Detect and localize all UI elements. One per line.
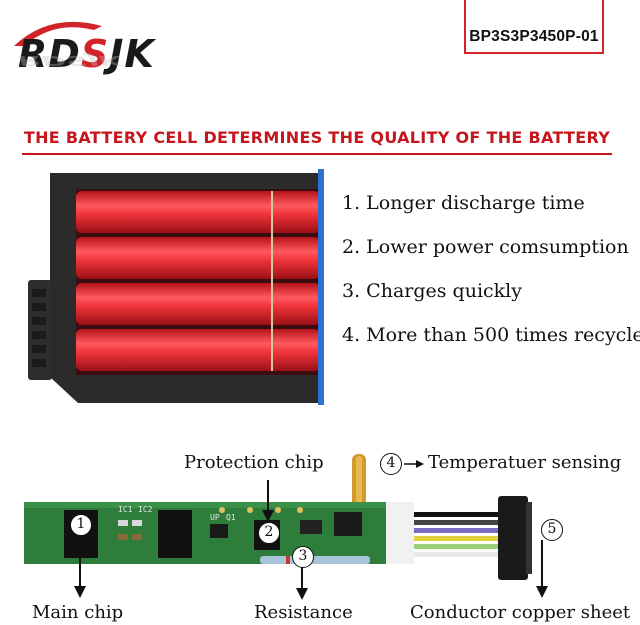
silk-ic2: IC2 <box>138 505 153 514</box>
marker-two: 2 <box>258 522 280 544</box>
battery-cell <box>76 329 320 371</box>
battery-illustration <box>28 169 324 405</box>
logo-reflection: RDSJK <box>18 52 123 68</box>
marker-four: 4 <box>380 453 402 475</box>
feature-item: 4. More than 500 times recycle <box>342 324 640 346</box>
marker-one: 1 <box>70 514 92 536</box>
ic2-chip <box>158 510 192 558</box>
resistor <box>260 556 370 564</box>
logo-swoosh-icon <box>14 21 102 46</box>
model-badge: BP3S3P3450P-01 <box>464 0 604 54</box>
headline-rule <box>22 153 612 155</box>
wire-bundle <box>414 512 502 557</box>
label-protection-chip: Protection chip <box>184 452 324 473</box>
marker-five: 5 <box>541 519 563 541</box>
feature-item: 1. Longer discharge time <box>342 192 585 214</box>
headline: THE BATTERY CELL DETERMINES THE QUALITY … <box>22 128 612 155</box>
silk-up: UP <box>210 513 220 522</box>
brand-logo: RDSJK RDSJK <box>10 18 180 80</box>
battery-cell <box>76 283 320 325</box>
battery-edge <box>318 169 324 405</box>
battery-cell <box>76 191 320 233</box>
battery-cell <box>76 237 320 279</box>
model-code: BP3S3P3450P-01 <box>469 28 599 45</box>
feature-item: 2. Lower power comsumption <box>342 236 629 258</box>
marker-three: 3 <box>292 546 314 568</box>
logo-text: RDSJK <box>18 32 155 76</box>
label-conductor-copper-sheet: Conductor copper sheet <box>410 602 631 623</box>
label-main-chip: Main chip <box>32 602 124 623</box>
feature-list: 1. Longer discharge time 2. Lower power … <box>342 190 640 366</box>
headline-text: THE BATTERY CELL DETERMINES THE QUALITY … <box>23 128 611 147</box>
feature-item: 3. Charges quickly <box>342 280 522 302</box>
silk-ic1: IC1 <box>118 505 133 514</box>
label-resistance: Resistance <box>254 602 353 623</box>
pcb-diagram: IC1 IC2 UP Q1 <box>24 454 548 600</box>
silk-q1: Q1 <box>226 513 236 522</box>
label-temperature-sensing: Temperatuer sensing <box>428 452 622 473</box>
wire-connector <box>498 496 528 580</box>
